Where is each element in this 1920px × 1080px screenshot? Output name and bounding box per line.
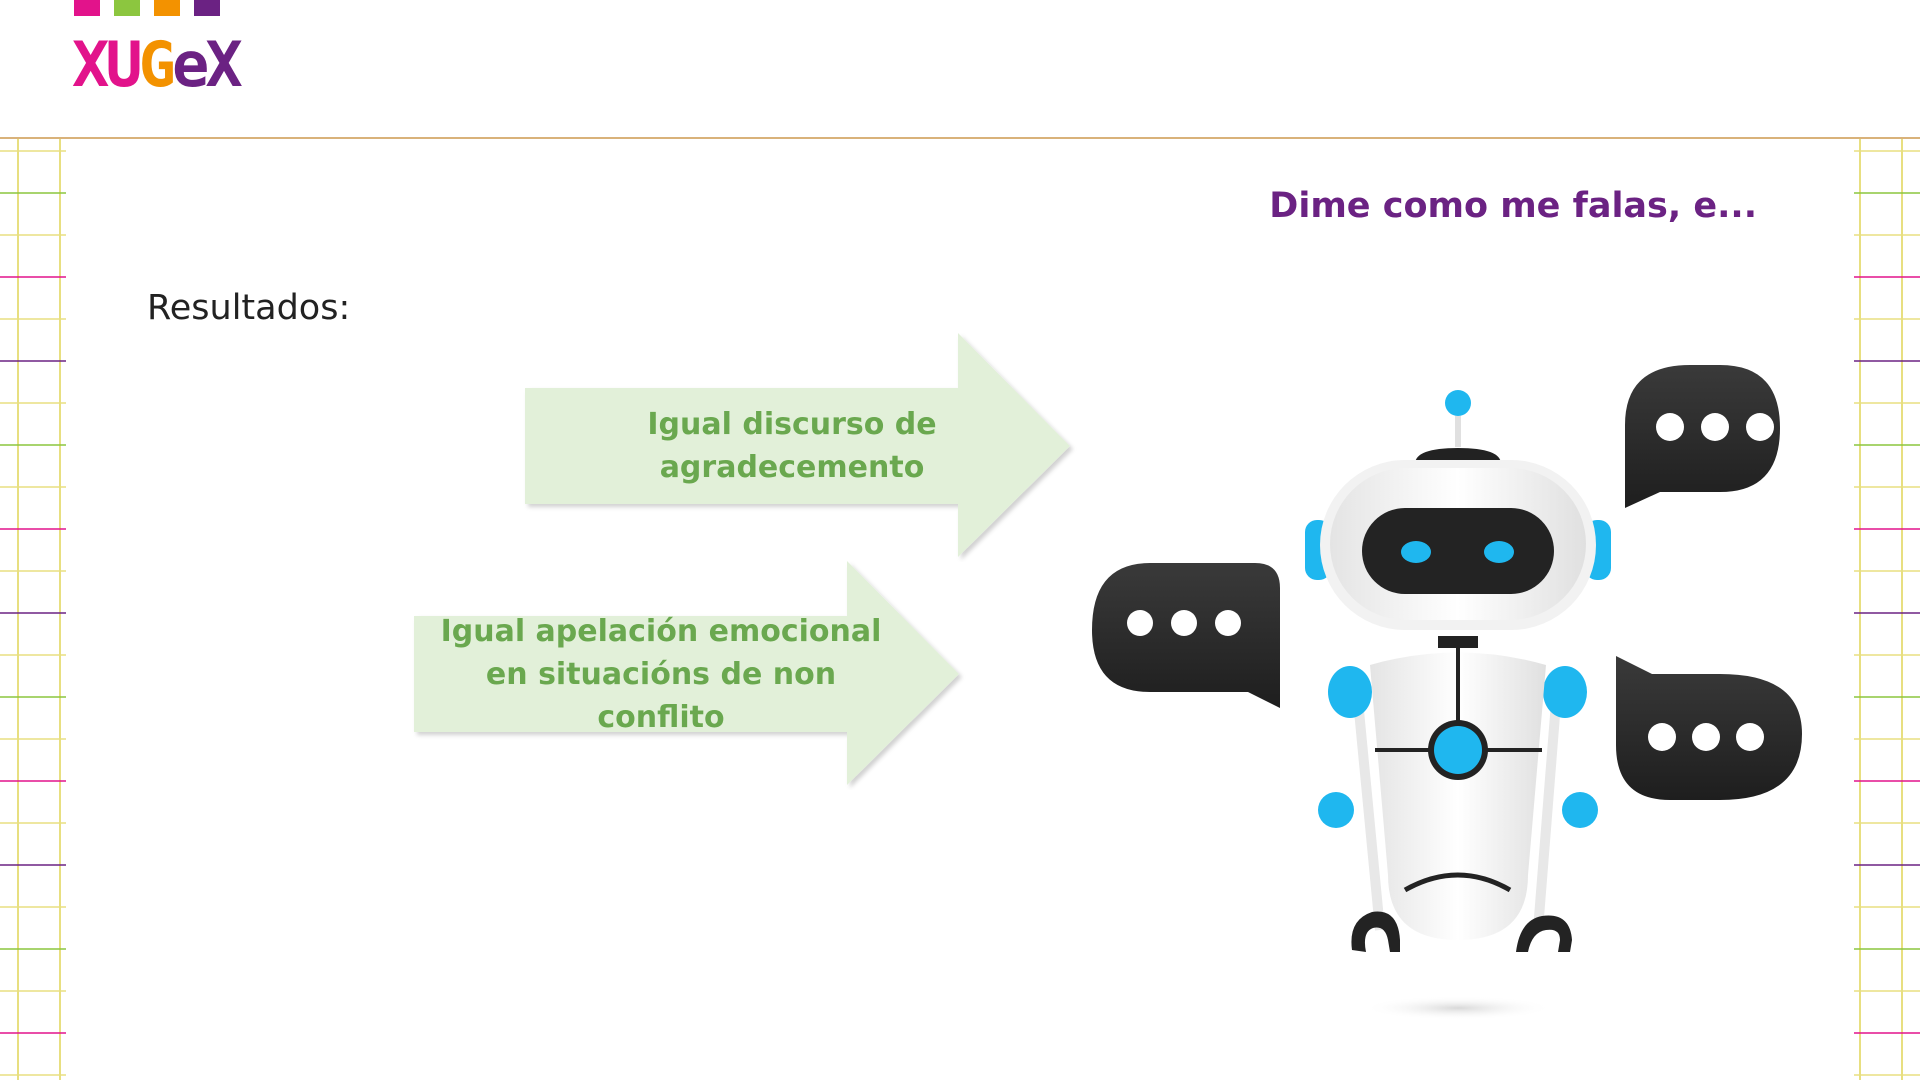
right-decorative-grid [1854, 139, 1920, 1080]
speech-bubble-icon [1616, 656, 1802, 800]
slide-subtitle: Dime como me falas, e... [1269, 186, 1757, 226]
speech-bubble-icon [1625, 365, 1780, 508]
logo-color-bars [74, 0, 224, 16]
logo-letter: G [138, 28, 176, 101]
logo-letter: X [72, 28, 109, 101]
header-rule [0, 137, 1920, 139]
result-arrow-1: Igual discurso de agradecemento [522, 330, 1082, 562]
arrow-1-label: Igual discurso de agradecemento [647, 407, 937, 485]
logo-letter: e [171, 28, 209, 101]
logo-letter: X [205, 28, 242, 101]
logo-wordmark: XUGeX [72, 28, 243, 101]
section-label: Resultados: [147, 288, 351, 328]
speech-bubble-icon [1092, 563, 1280, 708]
arrow-2-label: Igual apelación emocional en situacións … [440, 613, 882, 735]
xugex-logo: XUGeX [70, 0, 243, 100]
left-decorative-grid [0, 139, 66, 1080]
logo-letter: U [105, 28, 142, 101]
result-arrow-2: Igual apelación emocional en situacións … [411, 558, 971, 790]
robot-icon [1080, 340, 1840, 1040]
